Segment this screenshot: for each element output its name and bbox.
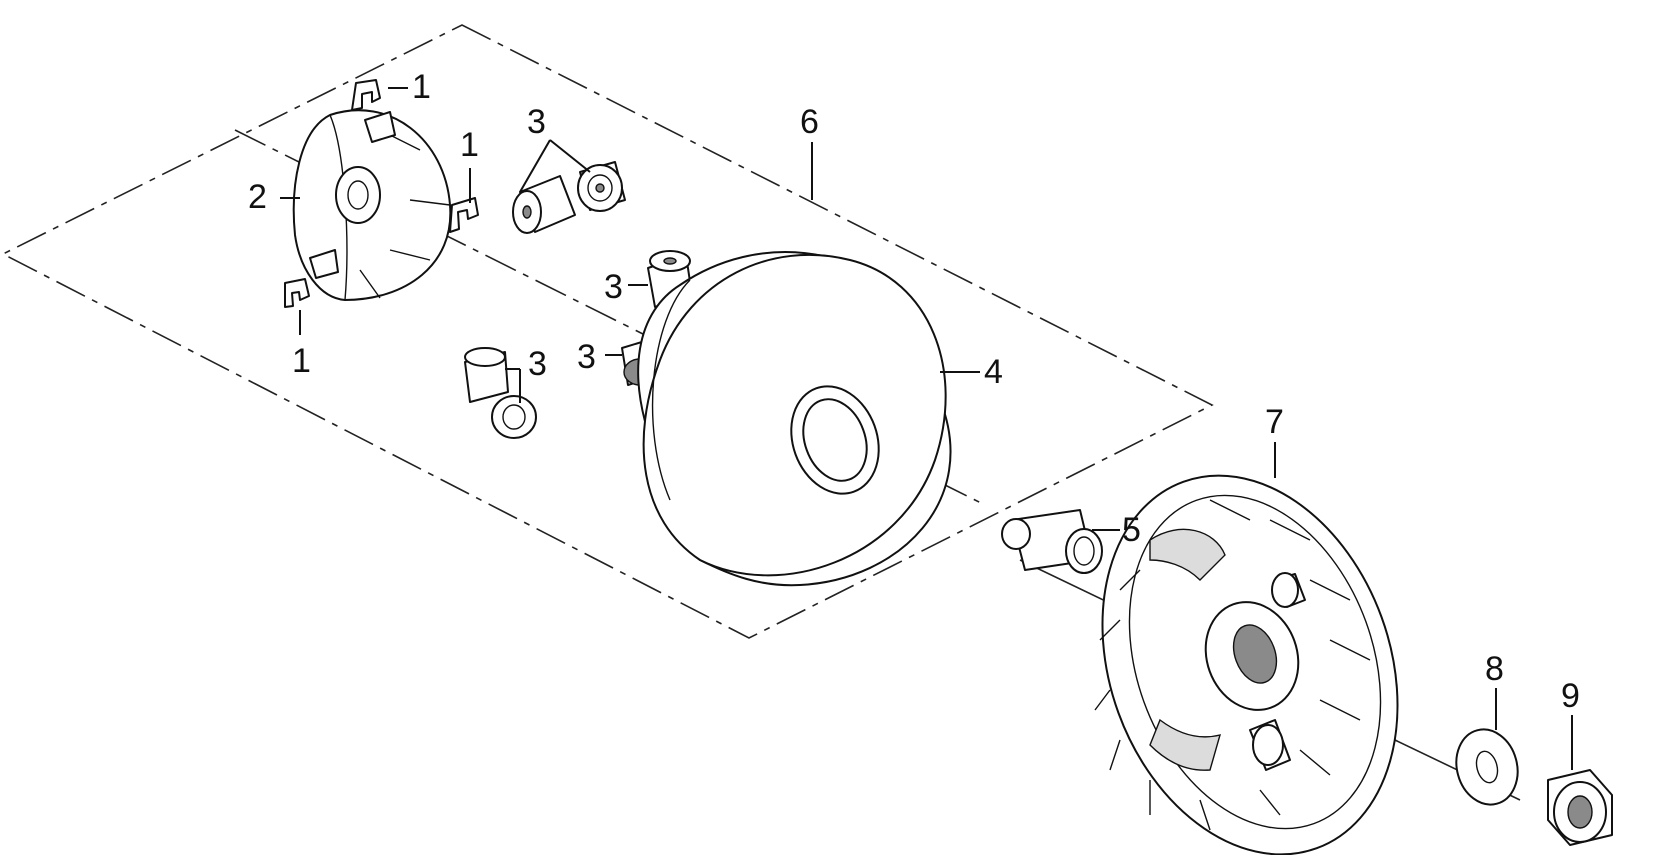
leader-lines xyxy=(280,87,1573,770)
roller-part-3-f xyxy=(491,395,537,439)
callout-7: 7 xyxy=(1265,403,1284,441)
roller-part-3-b xyxy=(577,161,626,212)
callout-3-top: 3 xyxy=(527,103,546,141)
callout-3-middle: 3 xyxy=(604,268,623,306)
callout-5: 5 xyxy=(1122,511,1141,549)
callout-8: 8 xyxy=(1485,650,1504,688)
nut-part-9 xyxy=(1547,769,1613,846)
roller-part-3-e xyxy=(464,347,509,403)
ramp-plate-part-2 xyxy=(292,109,452,301)
callout-1-top: 1 xyxy=(412,68,431,106)
callout-1-bottom: 1 xyxy=(292,342,311,380)
callout-9: 9 xyxy=(1561,677,1580,715)
roller-part-3-a xyxy=(512,175,576,234)
callout-4: 4 xyxy=(984,353,1003,391)
callout-1-right: 1 xyxy=(460,126,479,164)
callout-3-lower: 3 xyxy=(577,338,596,376)
collar-part-5 xyxy=(1001,509,1103,574)
variator-part-4 xyxy=(637,251,952,587)
washer-part-8 xyxy=(1455,728,1519,806)
callout-6: 6 xyxy=(800,103,819,141)
slider-part-1-top xyxy=(351,79,381,111)
callout-3-left: 3 xyxy=(528,345,547,383)
assembly-outline-6 xyxy=(1,24,1214,639)
slider-part-1-bottom xyxy=(284,278,310,308)
fan-face-part-7 xyxy=(1094,474,1399,855)
slider-part-1-right xyxy=(449,197,479,233)
callout-2: 2 xyxy=(248,178,267,216)
